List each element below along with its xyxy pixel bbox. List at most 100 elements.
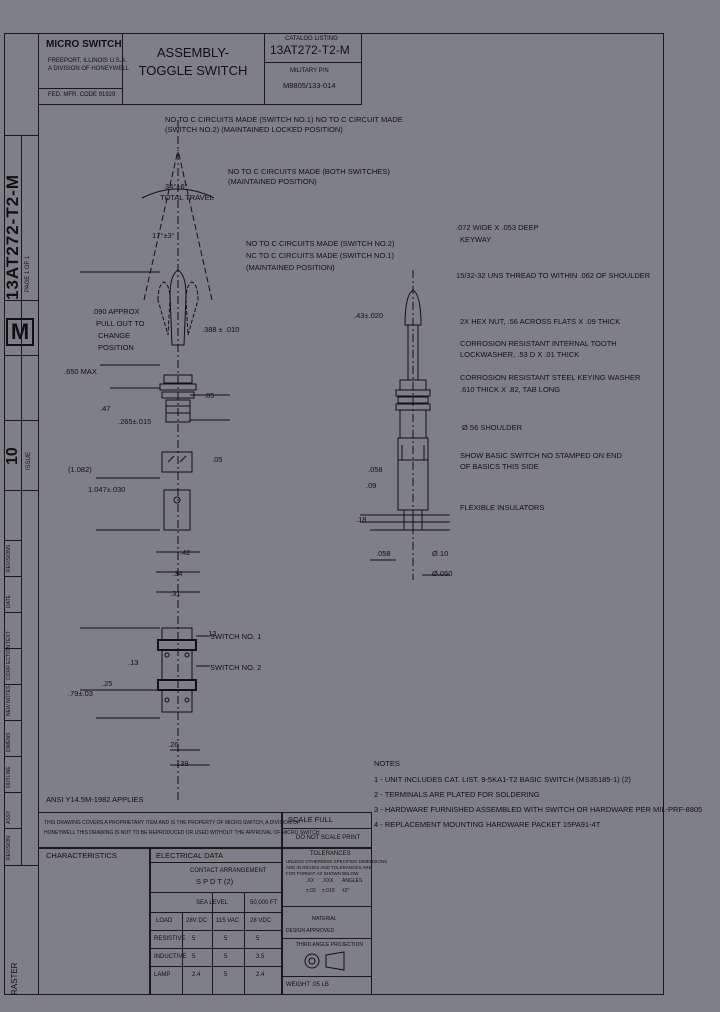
- pullout-3: CHANGE: [98, 331, 131, 340]
- do-not-scale: DO NOT SCALE PRINT: [296, 835, 361, 841]
- raster-label: RASTER: [10, 962, 19, 995]
- scale-label: SCALE FULL: [288, 815, 334, 824]
- electrical-cell-c: 3.5: [256, 954, 265, 960]
- note-3: 3 - HARDWARE FURNISHED ASSEMBLED WITH SW…: [374, 805, 703, 814]
- revision-label: ASSY: [6, 810, 12, 824]
- electrical-cell-a: 5: [192, 936, 196, 942]
- scale-box: [282, 812, 372, 848]
- tol-val-2: ±.010: [322, 888, 335, 894]
- col-115vac: 115 VAC: [216, 918, 240, 924]
- dim-79: .79±.03: [68, 689, 93, 698]
- dim-09: .09: [366, 481, 377, 490]
- material-label: MATERIAL: [312, 916, 337, 922]
- revision-label: DATE: [6, 595, 12, 608]
- weight-label: WEIGHT .05 LB: [286, 982, 329, 988]
- left-view-drawing: [80, 120, 230, 800]
- military-number: M8805/133-014: [283, 81, 336, 90]
- electrical-label: ELECTRICAL DATA: [156, 851, 223, 860]
- dim-13: .13: [128, 658, 139, 667]
- ansi-note: ANSI Y14.5M-1982 APPLIES: [46, 795, 144, 804]
- dim-05b: .05: [212, 455, 223, 464]
- right-callout-6: LOCKWASHER, .53 D X .01 THICK: [460, 350, 580, 359]
- right-callout-12: FLEXIBLE INSULATORS: [460, 503, 545, 512]
- side-page-label: PAGE 1 OF 1: [25, 255, 31, 292]
- tol-line-2: ARE IN INCHES AND TOLERANCES ARE: [286, 865, 372, 870]
- catalog-label: CATALOG LISTING: [285, 36, 338, 42]
- right-callout-8: .610 THICK X .82, TAB LONG: [460, 385, 561, 394]
- tolerances-label: TOLERANCES: [310, 851, 351, 857]
- revision-label: DIMENS: [6, 732, 12, 752]
- right-callout-4: 2X HEX NUT, .56 ACROSS FLATS X .09 THICK: [460, 317, 621, 326]
- side-logo: M: [6, 318, 34, 346]
- dim-18: .18: [356, 515, 367, 524]
- title-block: [38, 33, 362, 105]
- electrical-cell-load: INDUCTIVE: [154, 954, 187, 960]
- right-callout-1: .072 WIDE X .053 DEEP: [456, 223, 539, 232]
- dim-058b: .058: [376, 549, 391, 558]
- revision-label: REVISION: [6, 836, 12, 860]
- col-28vdc2: 28 VDC: [250, 918, 272, 924]
- logo-letter: M: [10, 319, 30, 344]
- tolerance-box: [282, 848, 372, 995]
- electrical-cell-a: 5: [192, 954, 196, 960]
- right-callout-10: SHOW BASIC SWITCH NO STAMPED ON END: [460, 451, 622, 460]
- side-strip: [4, 33, 38, 995]
- dim-10: Ø.10: [432, 549, 449, 558]
- company-line3: A DIVISION OF HONEYWELL: [48, 66, 130, 72]
- tol-col-2: .XXX: [322, 878, 334, 884]
- proprietary-box: [38, 812, 282, 848]
- characteristics-box: [38, 848, 150, 995]
- electrical-cell-c: 5: [256, 936, 260, 942]
- design-approved: DESIGN APPROVED: [286, 928, 335, 934]
- notes-title: NOTES: [374, 759, 400, 768]
- tol-val-3: ±2°: [342, 888, 350, 894]
- pullout-1: .090 APPROX: [92, 307, 140, 316]
- electrical-box: [150, 848, 282, 995]
- right-callout-7: CORROSION RESISTANT STEEL KEYING WASHER: [460, 373, 641, 382]
- dim-39: .39: [178, 759, 189, 768]
- altitude-label: 50,000 FT: [250, 900, 278, 906]
- right-callout-3: 15/32-32 UNS THREAD TO WITHIN .062 OF SH…: [456, 271, 651, 280]
- left-callout-7: (MAINTAINED POSITION): [246, 263, 335, 272]
- left-callout-2: (SWITCH NO.2) (MAINTAINED LOCKED POSITIO…: [165, 125, 343, 134]
- proprietary-line1: THIS DRAWING COVERS A PROPRIETARY ITEM A…: [44, 820, 300, 826]
- characteristics-label: CHARACTERISTICS: [46, 851, 117, 860]
- third-angle-projection-icon: [304, 951, 345, 971]
- tol-line-3: FOR FORMAT AS SHOWN BELOW: [286, 871, 359, 876]
- dim-26: .26: [168, 740, 179, 749]
- third-angle-label: THIRD ANGLE PROJECTION: [296, 942, 363, 948]
- col-load: LOAD: [156, 918, 173, 924]
- electrical-cell-load: LAMP: [154, 972, 171, 978]
- dim-25: .25: [102, 679, 113, 688]
- tol-line-1: UNLESS OTHERWISE SPECIFIED DIMENSIONS: [286, 859, 388, 864]
- dim-265: .265±.015: [118, 417, 152, 426]
- dim-42: .42: [180, 548, 191, 557]
- electrical-cell-a: 2.4: [192, 972, 201, 978]
- electrical-cell-b: 5: [224, 936, 228, 942]
- dim-34: .34: [172, 569, 183, 578]
- dim-1082: (1.082): [68, 465, 92, 474]
- pullout-4: POSITION: [98, 343, 134, 352]
- note-2: 2 - TERMINALS ARE PLATED FOR SOLDERING: [374, 790, 540, 799]
- dim-1047: 1.047±.030: [88, 485, 126, 494]
- revision-label: NEW NOTES: [6, 685, 12, 716]
- revision-label: CORR ECTION: [6, 645, 12, 680]
- issue-label: ISSUE: [26, 451, 32, 470]
- travel-label: TOTAL TRAVEL: [160, 193, 214, 202]
- contact-arrangement-value: S P D T (2): [196, 877, 234, 886]
- right-callout-9: Ø.56 SHOULDER: [462, 423, 523, 432]
- revision-label: REVISIONS: [6, 544, 12, 572]
- military-label: MILITARY P/N: [290, 68, 329, 74]
- tol-val-1: ±.03: [306, 888, 316, 894]
- electrical-cell-load: RESISTIVE: [154, 936, 186, 942]
- dim-12: .12: [206, 629, 217, 638]
- dim-388: .388 ± .010: [202, 325, 240, 334]
- right-callout-11: OF BASICS THIS SIDE: [460, 462, 539, 471]
- switch-2-label: SWITCH NO. 2: [210, 663, 262, 672]
- drawing-title: ASSEMBLY- TOGGLE SWITCH: [138, 45, 248, 78]
- dim-050: Ø.050: [432, 569, 453, 578]
- electrical-cell-c: 2.4: [256, 972, 265, 978]
- fed-code: FED. MFR. CODE 91929: [48, 92, 116, 98]
- contact-arrangement-label: CONTACT ARRANGEMENT: [190, 868, 267, 874]
- angle-dim: 17°±3°: [152, 231, 175, 240]
